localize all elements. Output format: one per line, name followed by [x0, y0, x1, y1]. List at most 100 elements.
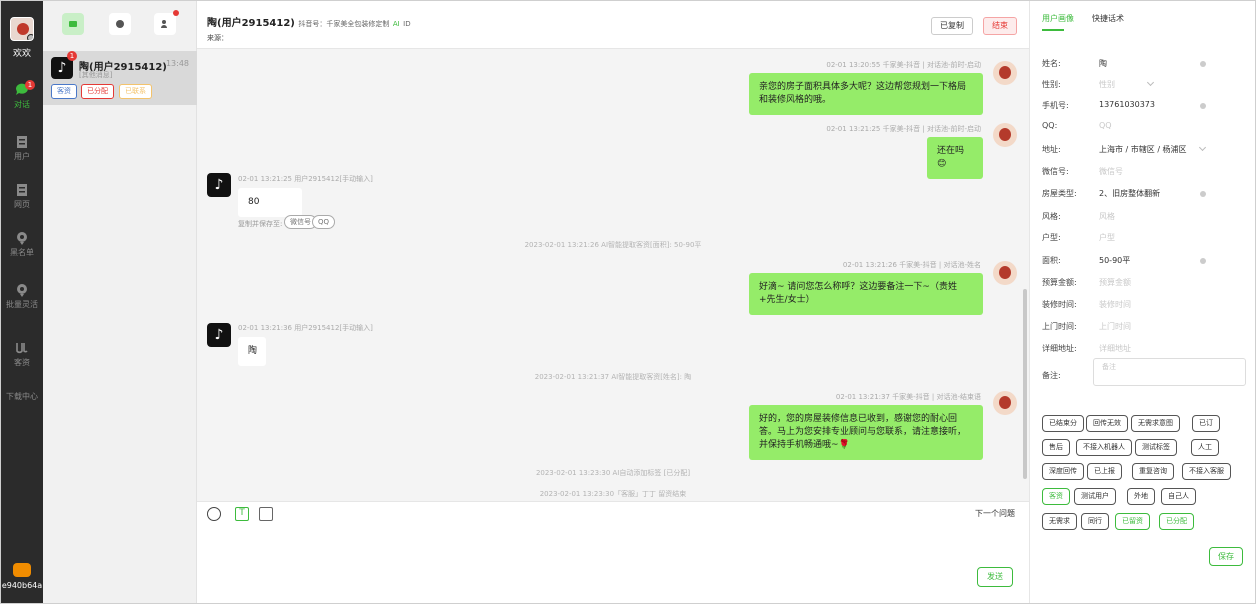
clear-icon[interactable]	[1200, 258, 1206, 264]
field-input[interactable]: 微信号	[1099, 167, 1123, 176]
copied-button[interactable]: 已复制	[931, 17, 973, 35]
notes-label: 备注:	[1042, 371, 1061, 380]
lead-icon	[16, 343, 28, 354]
quick-tag[interactable]: 无需求	[1042, 513, 1077, 530]
save-profile-button[interactable]: 保存	[1209, 547, 1243, 566]
quick-tag[interactable]: 测试标签	[1135, 439, 1177, 456]
field-input[interactable]: 风格	[1099, 212, 1115, 221]
field-label: 面积:	[1042, 256, 1061, 265]
quick-tag[interactable]: 回传无效	[1086, 415, 1128, 432]
chat-header: 陶(用户2915412) 抖音号：千家美全包装修定制 AI ID 来源： 已复制…	[197, 1, 1029, 49]
quick-tag[interactable]: 已留资	[1115, 513, 1150, 530]
quick-tag[interactable]: 已分配	[1159, 513, 1194, 530]
session-item[interactable]: ♪ 1 陶(用户2915412) 13:48 [其他消息] 客资 已分配 已联系	[43, 51, 197, 105]
nav-item-label: 下载中心	[6, 392, 38, 401]
douyin-logo-icon: ♪	[51, 57, 73, 79]
notes-textarea[interactable]: 备注	[1093, 358, 1246, 386]
send-button[interactable]: 发送	[977, 567, 1013, 587]
quick-tag[interactable]: 不接入机器人	[1076, 439, 1132, 456]
field-input[interactable]: 2、旧房整体翻新	[1099, 189, 1161, 198]
field-label: 性别:	[1042, 80, 1061, 89]
text-template-icon[interactable]: T	[235, 507, 249, 521]
field-input[interactable]: 13761030373	[1099, 100, 1155, 109]
robot-icon[interactable]	[13, 563, 31, 577]
next-question-button[interactable]: 下一个问题	[975, 509, 1015, 518]
field-input[interactable]: 上门时间	[1099, 322, 1131, 331]
composer-toolbar: T 下一个问题	[197, 501, 1029, 525]
quick-tag[interactable]: 外地	[1127, 488, 1155, 505]
quick-tag[interactable]: 重复咨询	[1132, 463, 1174, 480]
field-input[interactable]: 详细地址	[1099, 344, 1131, 353]
quick-tag[interactable]: 人工	[1191, 439, 1219, 456]
quick-tag[interactable]: 深度回传	[1042, 463, 1084, 480]
system-message: 2023-02-01 13:21:37 AI智能提取客资[姓名]: 陶	[534, 373, 692, 381]
tab-contacts[interactable]	[154, 10, 179, 35]
message-bubble-out: 还在吗😊	[927, 137, 983, 179]
nav-item-chat[interactable]: 1 对话	[1, 80, 43, 110]
session-time: 13:48	[165, 59, 189, 68]
chevron-down-icon[interactable]	[1146, 78, 1155, 87]
field-label: 手机号:	[1042, 101, 1069, 110]
notification-dot	[173, 10, 179, 16]
field-input[interactable]: 陶	[1099, 59, 1107, 68]
tab-user-profile[interactable]: 用户画像	[1042, 14, 1074, 23]
quick-tag[interactable]: 无需求意图	[1131, 415, 1180, 432]
field-input[interactable]: 装修时间	[1099, 300, 1131, 309]
agent-avatar[interactable]	[10, 17, 34, 41]
nav-chat-badge: 1	[25, 80, 35, 90]
batch-icon	[17, 284, 27, 297]
quick-tag[interactable]: 自己人	[1161, 488, 1196, 505]
tab-quick-replies[interactable]: 快捷话术	[1092, 14, 1124, 23]
chat-title: 陶(用户2915412) 抖音号：千家美全包装修定制 AI ID	[207, 14, 411, 29]
quick-tag[interactable]: 已结束分	[1042, 415, 1084, 432]
agent-avatar-icon	[993, 61, 1017, 85]
nav-item-batch[interactable]: 批量灵活	[1, 283, 43, 310]
message-scrollbar[interactable]	[1023, 289, 1027, 479]
agent-avatar-icon	[993, 123, 1017, 147]
field-input[interactable]: 预算金额	[1099, 278, 1131, 287]
message-meta: 02-01 13:20:55 千家美-抖音 | 对话池-前时-启动	[826, 61, 981, 69]
message-input[interactable]	[197, 525, 1029, 603]
nav-item-web[interactable]: 网页	[1, 183, 43, 210]
agent-avatar-icon	[993, 261, 1017, 285]
quick-tag[interactable]: 客资	[1042, 488, 1070, 505]
chevron-down-icon[interactable]	[1198, 143, 1207, 152]
end-chat-button[interactable]: 结束	[983, 17, 1017, 35]
save-to-qq-tag[interactable]: QQ	[312, 215, 336, 229]
message-list[interactable]: 02-01 13:20:55 千家美-抖音 | 对话池-前时-启动 亲您的房子面…	[197, 49, 1029, 501]
field-input[interactable]: 上海市 / 市辖区 / 杨浦区	[1099, 145, 1187, 154]
field-input[interactable]: 性别	[1099, 80, 1115, 89]
image-icon[interactable]	[259, 507, 273, 521]
chat-source: 来源：	[207, 34, 228, 42]
save-to-wechat-tag[interactable]: 微信号	[284, 215, 317, 229]
system-message: 2023-02-01 13:23:30「客服」丁丁 留资结束	[539, 490, 687, 498]
nav-item-label: 黑名单	[10, 248, 34, 257]
nav-item-users[interactable]: 用户	[1, 135, 43, 162]
nav-item-label: 用户	[14, 152, 30, 161]
quick-tag[interactable]: 不接入客服	[1182, 463, 1231, 480]
field-input[interactable]: 户型	[1099, 233, 1115, 242]
quick-tag[interactable]: 已上报	[1087, 463, 1122, 480]
emoji-icon[interactable]	[207, 507, 221, 521]
nav-item-download[interactable]: 下载中心	[1, 391, 43, 402]
message-meta: 02-01 13:21:25 千家美-抖音 | 对话池-前时-启动	[826, 125, 981, 133]
clear-icon[interactable]	[1200, 61, 1206, 67]
clear-icon[interactable]	[1200, 103, 1206, 109]
clear-icon[interactable]	[1200, 191, 1206, 197]
nav-item-blacklist[interactable]: 黑名单	[1, 231, 43, 258]
nav-item-leads[interactable]: 客资	[1, 341, 43, 368]
field-label: 姓名:	[1042, 59, 1061, 68]
id-label[interactable]: ID	[403, 20, 411, 28]
tab-history[interactable]	[109, 13, 131, 35]
field-label: 地址:	[1042, 145, 1061, 154]
quick-tag[interactable]: 已订	[1192, 415, 1220, 432]
field-input[interactable]: 50-90平	[1099, 256, 1131, 265]
douyin-account: 抖音号：千家美全包装修定制	[298, 20, 390, 28]
quick-tag[interactable]: 同行	[1081, 513, 1109, 530]
nav-item-label: 对话	[14, 100, 30, 109]
quick-tag[interactable]: 售后	[1042, 439, 1070, 456]
tab-chats[interactable]	[62, 13, 84, 35]
ai-label[interactable]: AI	[392, 20, 400, 28]
quick-tag[interactable]: 测试用户	[1074, 488, 1116, 505]
field-input[interactable]: QQ	[1099, 121, 1112, 130]
